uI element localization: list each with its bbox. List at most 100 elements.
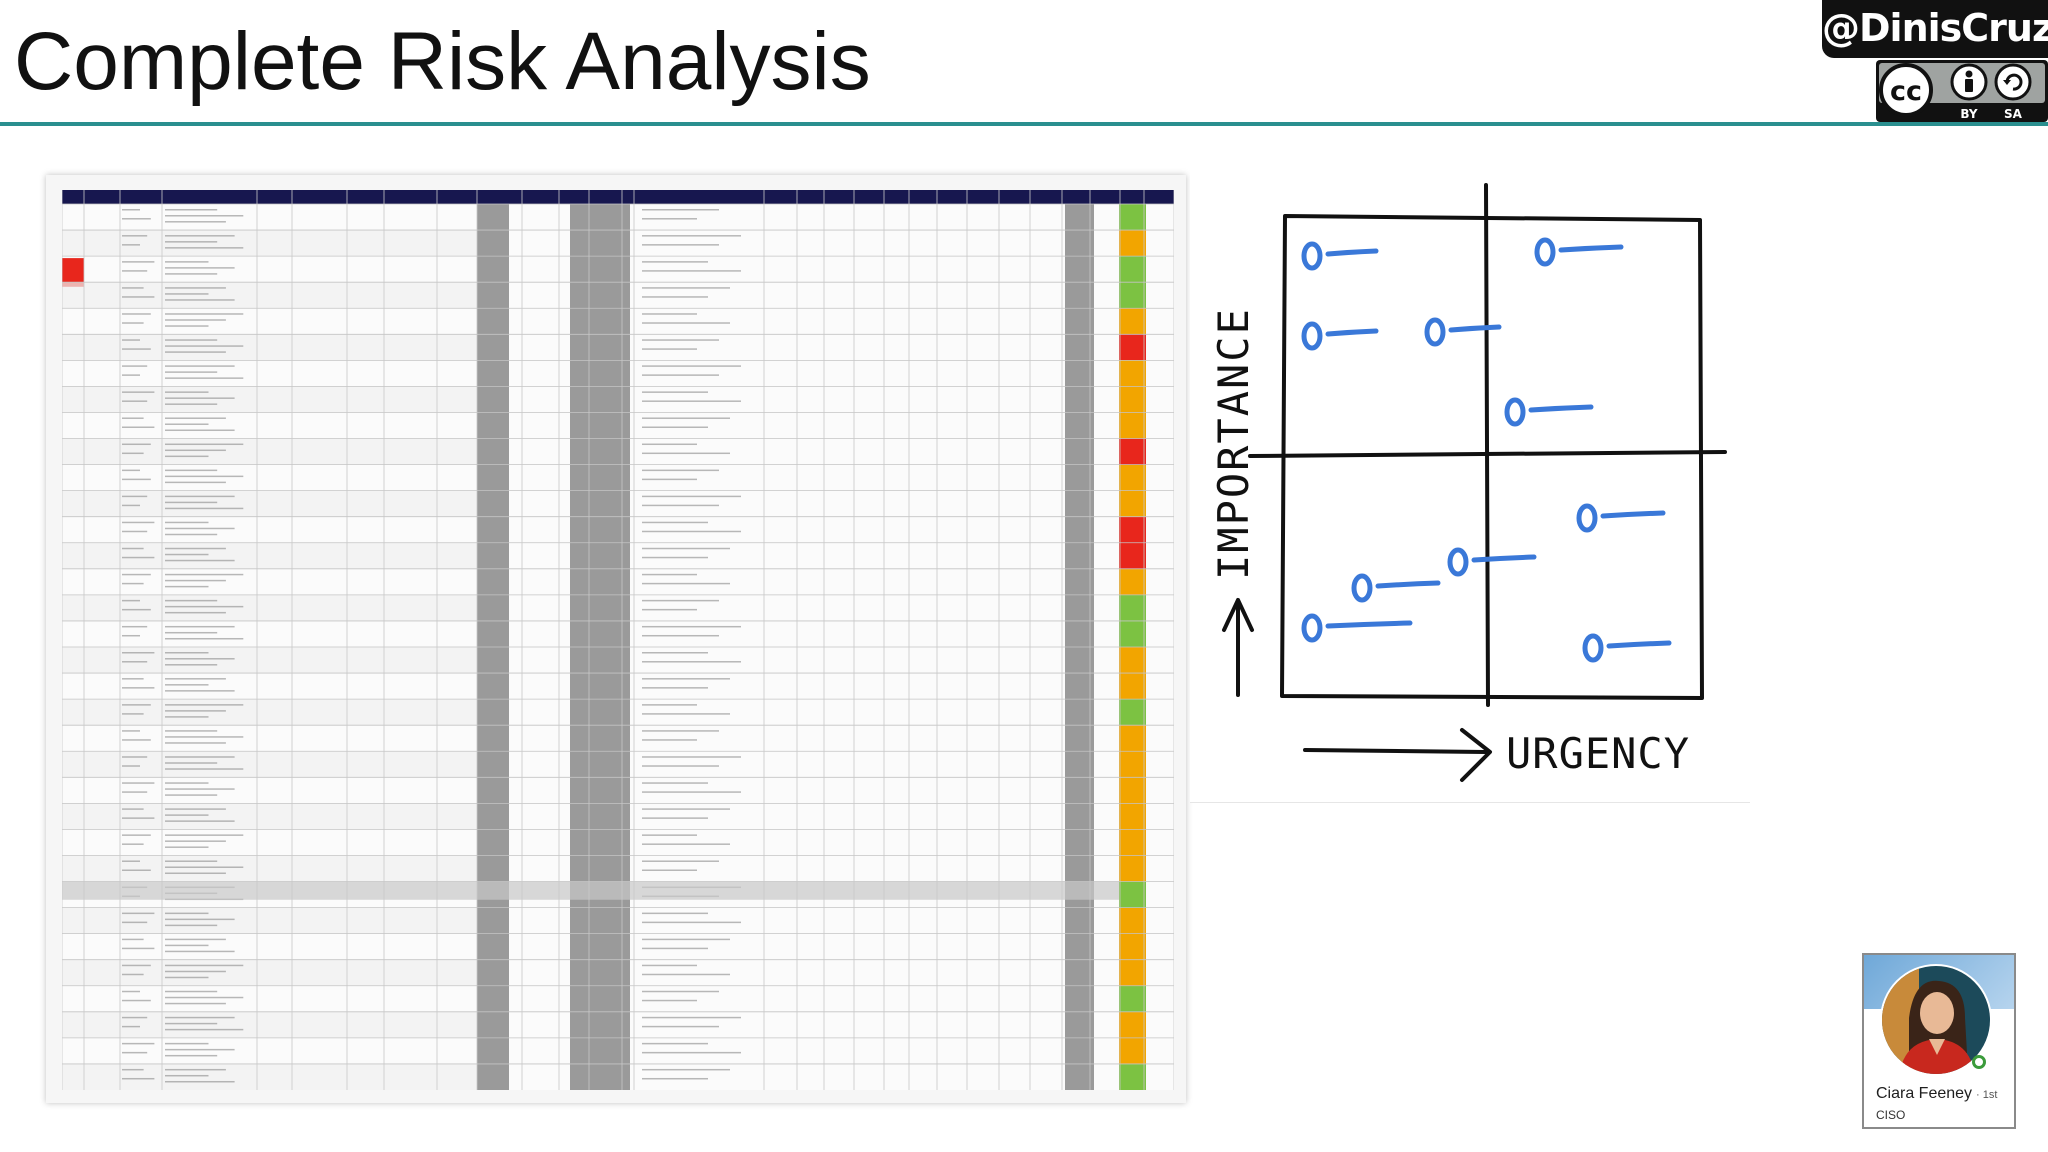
sheet-text-line (122, 365, 148, 367)
sheet-text-line (165, 345, 244, 347)
sheet-header-row (62, 190, 1174, 204)
sheet-text-line (122, 1077, 155, 1080)
sheet-text-line (642, 756, 741, 758)
sheet-text-line (165, 996, 244, 999)
sheet-text-line (642, 400, 741, 402)
sheet-text-line (165, 1074, 209, 1077)
sheet-text-line (165, 599, 218, 602)
sheet-text-line (122, 947, 155, 950)
sheet-text-line (165, 319, 226, 321)
sheet-text-line (642, 625, 741, 628)
status-cell (1119, 751, 1146, 778)
urgency-axis-arrow (1303, 728, 1492, 782)
sheet-row-band (62, 855, 477, 882)
sheet-text-line (642, 808, 730, 810)
sheet-text-line (122, 504, 140, 507)
sheet-text-line (122, 730, 140, 732)
sheet-text-line (642, 469, 719, 472)
sheet-text-line (642, 912, 708, 915)
status-cell (1119, 959, 1146, 986)
sheet-text-line (122, 287, 144, 289)
status-cell (1119, 308, 1146, 335)
sheet-text-line (165, 1080, 235, 1083)
status-cell (1119, 647, 1146, 674)
status-cell (1119, 438, 1146, 465)
sheet-text-line (122, 495, 148, 498)
sheet-text-line (122, 1025, 140, 1028)
sheet-text-line (642, 860, 719, 862)
matrix-vertical-divider (1484, 183, 1490, 707)
cc-by-sa-icon: cc BY SA (1876, 60, 2048, 122)
sheet-text-line (165, 762, 218, 764)
sheet-text-line (122, 556, 155, 559)
sheet-text-line (642, 678, 730, 680)
sheet-text-line (165, 507, 244, 510)
matrix-border (1280, 214, 1704, 700)
sheet-text-line (165, 756, 235, 758)
status-cell (1119, 282, 1146, 309)
sheet-text-line (165, 625, 235, 628)
risk-register-table (62, 190, 1174, 1090)
sheet-text-line (165, 678, 226, 680)
handle-badge: @DinisCruz (1822, 0, 2048, 58)
sheet-row-band (62, 959, 477, 986)
matrix-item (1301, 241, 1379, 271)
importance-axis-arrow (1222, 598, 1254, 697)
sheet-text-line (165, 834, 244, 836)
sheet-text-line (165, 658, 235, 660)
sheet-text-line (122, 869, 151, 871)
sheet-text-line (122, 1042, 155, 1045)
status-cell (1119, 933, 1146, 960)
urgency-importance-matrix: IMPORTANCE URGENCY (1190, 150, 1750, 803)
sheet-text-line (122, 973, 144, 976)
sheet-text-line (165, 938, 226, 941)
sheet-text-line (165, 579, 226, 582)
sheet-text-line (122, 296, 155, 298)
sheet-text-line (122, 322, 144, 324)
sheet-text-line (165, 293, 209, 295)
sheet-text-line (642, 599, 719, 602)
sheet-text-line (165, 261, 209, 263)
sheet-text-line (165, 527, 235, 530)
matrix-item (1351, 573, 1441, 603)
status-cell (1119, 516, 1146, 543)
sheet-text-line (122, 443, 151, 446)
sheet-text-line (165, 788, 235, 790)
matrix-item (1576, 503, 1666, 533)
sheet-text-line (165, 990, 218, 993)
title-underline (0, 122, 2048, 126)
status-cell (1119, 855, 1146, 882)
sheet-text-line (642, 417, 730, 419)
status-cell (1119, 1063, 1146, 1090)
sheet-text-line (122, 834, 151, 836)
sheet-text-line (165, 443, 244, 446)
sheet-text-line (642, 1068, 730, 1071)
sheet-text-line (165, 918, 235, 921)
sheet-text-line (165, 1022, 218, 1025)
sheet-text-line (165, 449, 226, 452)
profile-name: Ciara Feeney (1876, 1085, 1973, 1102)
sheet-text-line (642, 791, 741, 793)
status-cell (1119, 907, 1146, 934)
sheet-text-line (165, 391, 209, 393)
sheet-text-line (165, 313, 244, 315)
status-cell (1119, 803, 1146, 830)
status-cell (1119, 412, 1146, 439)
sheet-text-line (642, 713, 730, 715)
sheet-text-line (642, 843, 730, 845)
status-cell (1119, 594, 1146, 621)
sheet-text-line (165, 215, 244, 217)
sheet-text-line (165, 1068, 226, 1071)
status-cell (1119, 985, 1146, 1012)
sheet-text-line (165, 820, 235, 822)
sheet-text-line (165, 611, 226, 614)
matrix-items (1301, 237, 1672, 663)
sheet-text-line (165, 501, 218, 504)
sheet-text-line (122, 765, 140, 767)
sheet-text-line (165, 397, 235, 399)
sheet-text-line (642, 1042, 708, 1045)
sheet-text-line (165, 1048, 235, 1051)
status-cell (1119, 464, 1146, 491)
sheet-text-line (122, 964, 151, 967)
linkedin-profile-card[interactable]: Ciara Feeney· 1st CISO (1862, 953, 2016, 1129)
